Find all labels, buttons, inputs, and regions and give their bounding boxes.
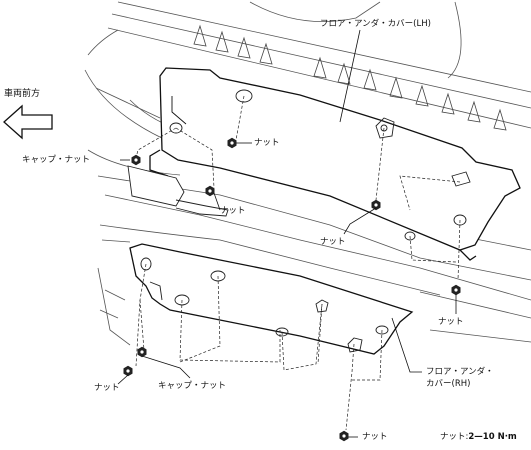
torque-value: 2—10 N·m	[468, 432, 517, 442]
cover-lh-label: フロア・アンダ・カバー(LH)	[320, 19, 431, 29]
nut-label: ナット	[320, 237, 346, 247]
front-of-vehicle-label: 車両前方	[4, 89, 41, 99]
nut-label: ナット	[254, 138, 280, 148]
side-bracket	[127, 165, 229, 217]
nut-label: ナット	[438, 317, 464, 327]
nut-label: ナット	[94, 383, 120, 393]
torque-spec: ナット:2—10 N·m	[440, 433, 517, 442]
cap-nut-label: キャップ・ナット	[22, 155, 91, 165]
floor-under-cover-lh	[149, 67, 521, 261]
nut-label: ナット	[362, 432, 388, 442]
nut-icon	[339, 430, 349, 442]
nut-icon	[451, 284, 461, 296]
front-arrow-icon	[3, 104, 53, 140]
cap-nut-icon	[137, 346, 147, 358]
cap-nut-label: キャップ・ナット	[158, 381, 227, 391]
cover-rh-label-line1: フロア・アンダ・	[426, 367, 494, 377]
cover-rh-features	[140, 257, 389, 353]
cover-rh-label-line2: カバー(RH)	[426, 379, 471, 389]
body-ribs	[193, 24, 507, 131]
label-leaders	[117, 29, 457, 438]
nut-icon	[123, 365, 133, 377]
torque-prefix: ナット:	[440, 432, 469, 442]
nut-icon	[205, 185, 215, 197]
dashed-leaders	[135, 95, 461, 431]
floor-under-cover-rh	[129, 243, 414, 355]
nut-label: ナット	[220, 206, 246, 216]
cap-nut-icon	[131, 154, 141, 166]
